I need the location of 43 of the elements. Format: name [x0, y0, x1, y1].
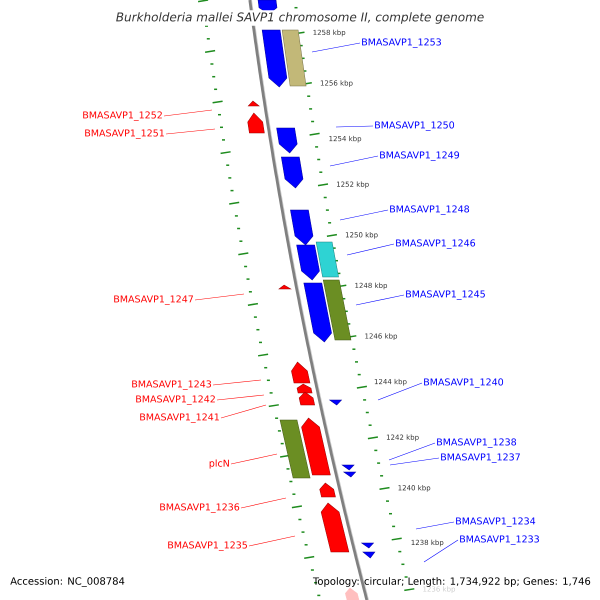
leader-line	[424, 540, 458, 562]
gene-label: BMASAVP1_1238	[437, 438, 516, 448]
accession-text: Accession: NC_008784	[10, 577, 124, 587]
gene-label: BMASAVP1_1248	[390, 205, 470, 215]
leader-line	[378, 382, 422, 400]
leader-line	[164, 110, 212, 116]
leader-line	[312, 42, 360, 52]
leader-line	[212, 380, 262, 386]
gene-label: BMASAVP1_1236	[160, 503, 240, 513]
gene-label: BMASAVP1_1246	[396, 239, 476, 249]
gene-label: BMASAVP1_1242	[136, 395, 215, 405]
leader-line	[356, 294, 404, 306]
gene-label: BMASAVP1_1253	[362, 38, 441, 48]
leader-line	[340, 210, 388, 220]
leader-line	[166, 128, 216, 134]
leader-line	[216, 394, 264, 400]
leader-line	[240, 498, 286, 508]
leader-line	[390, 458, 440, 466]
gene-label: BMASAVP1_1250	[375, 121, 454, 131]
gene-label: BMASAVP1_1241	[140, 413, 219, 423]
gene-label: BMASAVP1_1251	[85, 129, 164, 139]
genome-info-text: Topology: circular; Length: 1,734,922 bp; Genes: 1,746	[312, 577, 590, 587]
leader-line	[330, 156, 378, 166]
leader-line	[416, 522, 454, 530]
gene-label: BMASAVP1_1234	[456, 517, 536, 527]
leader-line	[336, 126, 374, 128]
leader-line	[388, 442, 436, 460]
gene-label: BMASAVP1_1240	[424, 378, 504, 388]
title: Burkholderia mallei SAVP1 chromosome II, complete genome	[114, 10, 486, 26]
leader-line	[248, 536, 296, 546]
gene-label: BMASAVP1_1233	[460, 535, 539, 545]
gene-label: BMASAVP1_1235	[168, 541, 247, 551]
gene-label: BMASAVP1_1252	[83, 111, 162, 121]
gene-label: BMASAVP1_1245	[406, 290, 485, 300]
leader-line	[346, 244, 394, 256]
gene-label: plcN	[210, 459, 229, 469]
leader-line	[194, 294, 244, 300]
gene-label: BMASAVP1_1247	[114, 295, 193, 305]
gene-label: BMASAVP1_1237	[441, 453, 520, 463]
leader-line	[230, 454, 278, 464]
gene-label: BMASAVP1_1249	[380, 151, 460, 161]
leader-line	[220, 404, 266, 418]
gene-label: BMASAVP1_1243	[132, 380, 212, 390]
